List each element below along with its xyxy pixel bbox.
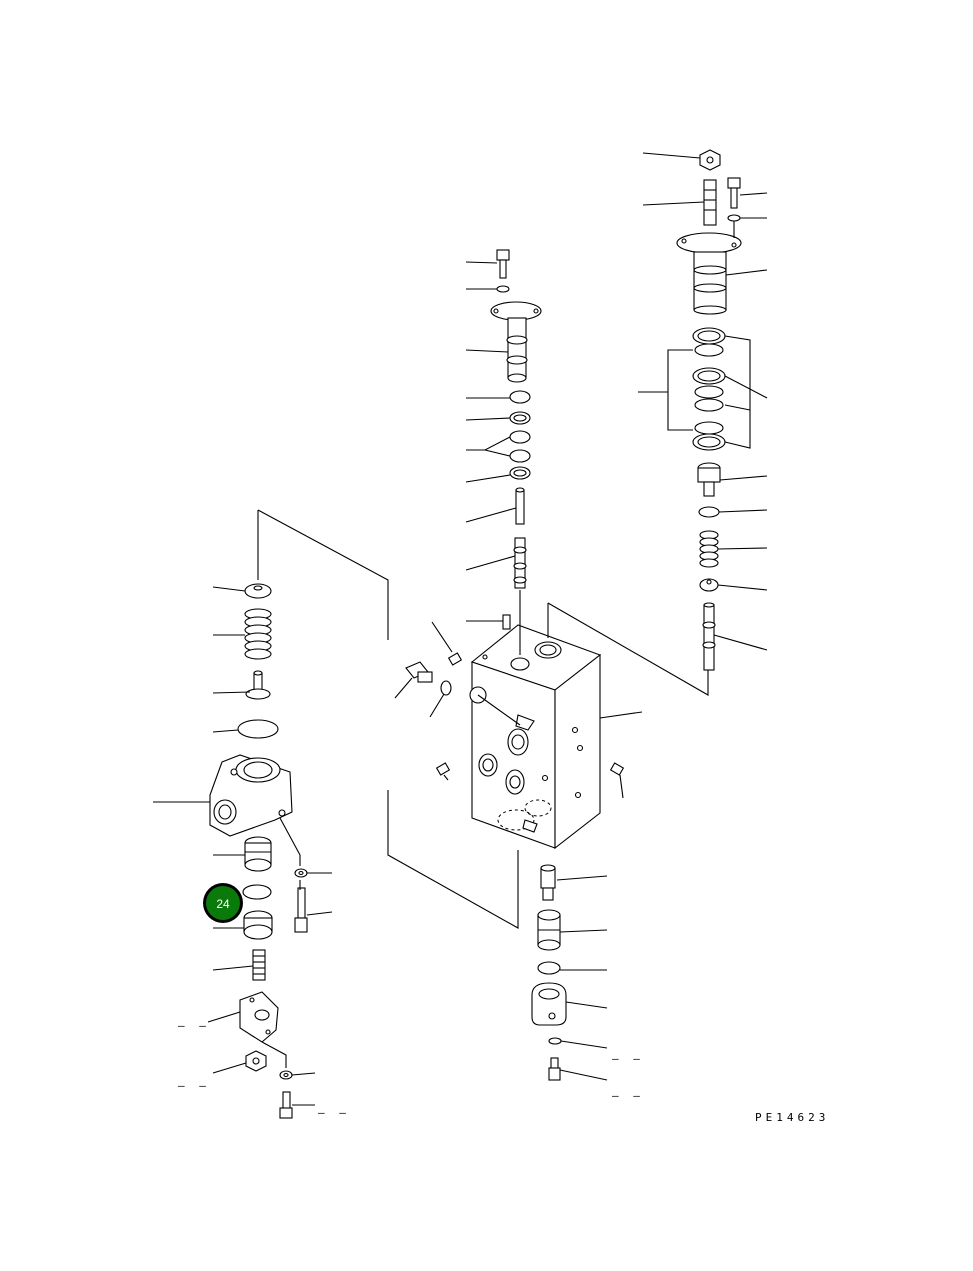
spring-seat[interactable]: [244, 583, 272, 599]
dash-label-left-bolt: – –: [318, 1106, 350, 1119]
washer-b[interactable]: [279, 1070, 293, 1080]
washer-right[interactable]: [727, 214, 741, 222]
washer-bottom[interactable]: [548, 1037, 562, 1045]
housing-block[interactable]: [209, 754, 293, 837]
valve-body[interactable]: [469, 624, 643, 850]
backup-ring-r3[interactable]: [692, 433, 726, 451]
relief-cover[interactable]: [676, 232, 742, 315]
piston[interactable]: [243, 910, 273, 940]
dash-label-left-nut: – –: [178, 1079, 210, 1092]
spring[interactable]: [244, 608, 272, 660]
right-column-parts: [676, 149, 742, 671]
plug-fitting[interactable]: [405, 661, 433, 683]
o-ring-r2[interactable]: [694, 385, 724, 399]
dash-label-center-washer: – –: [612, 1052, 644, 1065]
poppet[interactable]: [245, 670, 271, 700]
backup-ring-c1[interactable]: [509, 411, 531, 425]
bolt-b[interactable]: [279, 1091, 293, 1119]
spring-small[interactable]: [252, 949, 266, 981]
valve-stem-right[interactable]: [702, 602, 716, 671]
piston-right[interactable]: [697, 462, 721, 497]
pilot-pin[interactable]: [515, 487, 525, 525]
washer-top[interactable]: [496, 285, 510, 293]
backup-ring-c2[interactable]: [509, 466, 531, 480]
dash-label-center-bolt: – –: [612, 1089, 644, 1102]
o-ring-r3[interactable]: [694, 398, 724, 412]
drawing-code: PE14623: [755, 1111, 829, 1124]
plug[interactable]: [244, 836, 272, 872]
nut[interactable]: [245, 1050, 267, 1072]
o-ring-fitting[interactable]: [440, 680, 452, 696]
callout-bubble[interactable]: 24: [203, 883, 243, 923]
bolt-a[interactable]: [294, 887, 308, 933]
o-ring-r5[interactable]: [698, 506, 720, 518]
right-leader-lines: [638, 152, 768, 651]
backup-ring-r1[interactable]: [692, 327, 726, 345]
cap-screw-right[interactable]: [727, 177, 741, 209]
center-leader-lines: [394, 261, 624, 1081]
small-pin[interactable]: [502, 614, 511, 630]
left-leader-lines: [153, 586, 333, 1106]
connector[interactable]: [537, 909, 561, 951]
spool[interactable]: [513, 537, 527, 589]
o-ring-c3[interactable]: [509, 449, 531, 463]
lock-nut[interactable]: [699, 149, 721, 171]
bottom-cover[interactable]: [531, 982, 567, 1026]
center-column-parts: [405, 249, 625, 1081]
set-screw-c[interactable]: [609, 762, 625, 776]
o-ring-r1[interactable]: [694, 343, 724, 357]
spring-right[interactable]: [699, 530, 719, 568]
pilot-cover[interactable]: [490, 301, 542, 383]
dash-label-left-cover: – –: [178, 1019, 210, 1032]
callout-fill: [206, 886, 240, 920]
washer-a[interactable]: [294, 868, 308, 878]
o-ring-c1[interactable]: [509, 390, 531, 404]
o-ring-c2[interactable]: [509, 430, 531, 444]
o-ring-c4[interactable]: [537, 961, 561, 975]
dash-labels: – – – – – – – – – –: [178, 1019, 644, 1119]
adjust-screw[interactable]: [703, 179, 717, 226]
o-ring-small[interactable]: [242, 884, 272, 900]
o-ring-large[interactable]: [237, 719, 279, 739]
o-ring-r4[interactable]: [694, 421, 724, 435]
cover-flange[interactable]: [239, 991, 279, 1043]
set-screw-b[interactable]: [435, 762, 451, 776]
assembly-frame-lines: [257, 509, 709, 929]
left-column-parts: [209, 583, 308, 1119]
cap-screw-top[interactable]: [496, 249, 510, 279]
check-plug[interactable]: [540, 864, 556, 901]
callout-number: 24: [216, 897, 230, 911]
bolt-bottom[interactable]: [548, 1057, 561, 1081]
set-screw-a[interactable]: [447, 652, 463, 666]
seat-right[interactable]: [699, 578, 719, 592]
backup-ring-r2[interactable]: [692, 367, 726, 385]
